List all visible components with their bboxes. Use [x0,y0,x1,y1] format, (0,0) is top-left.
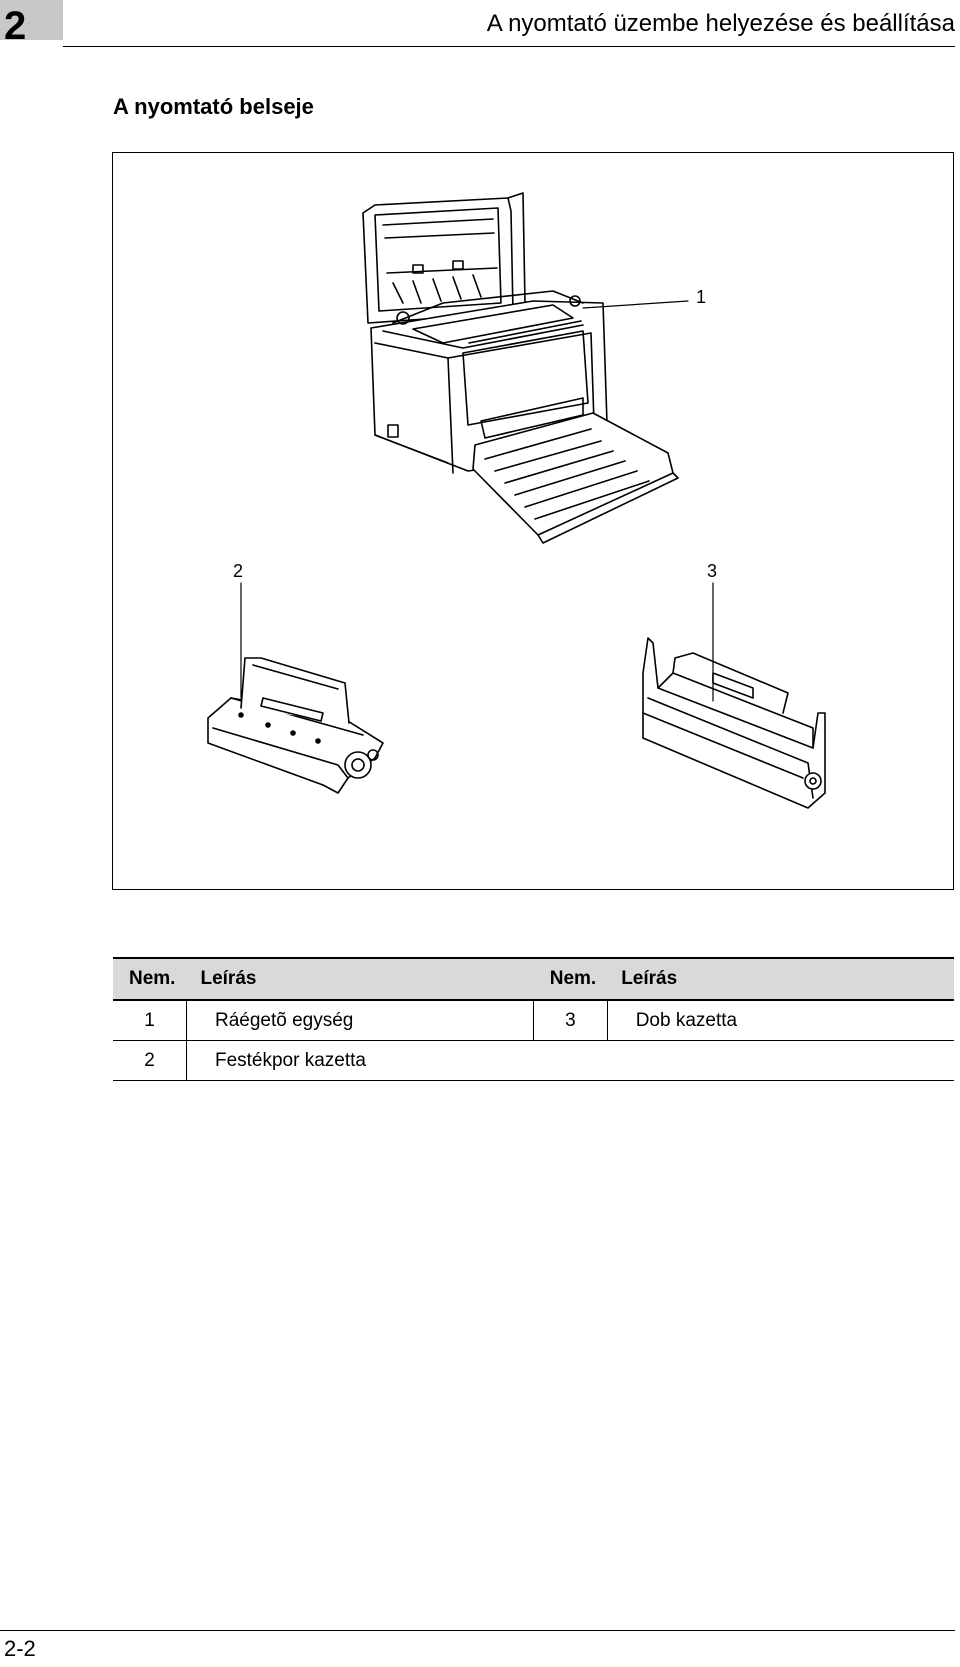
part-number: 1 [113,1000,187,1041]
part-description: Dob kazetta [607,1000,954,1041]
page-number: 2-2 [4,1636,36,1661]
part-number: 2 [113,1040,187,1081]
table-row: 2 Festékpor kazetta [113,1040,954,1081]
printer-illustration [207,192,826,809]
callout-3: 3 [707,561,718,581]
printer-drawing [362,192,689,544]
column-header-description-left: Leírás [186,957,534,1001]
callout-2: 2 [233,561,244,581]
footer-divider [0,1630,955,1631]
column-header-description-right: Leírás [607,957,954,1001]
table-row: 1 Ráégetõ egység 3 Dob kazetta [113,1000,954,1041]
chapter-tab: 2 [0,0,63,46]
table-header-row: Nem. Leírás Nem. Leírás [113,957,954,1001]
part-description: Festékpor kazetta [186,1040,534,1081]
callout-1: 1 [696,287,707,307]
toner-cartridge-drawing [207,582,384,794]
empty-cell [533,1040,608,1081]
running-header-title: A nyomtató üzembe helyezése és beállítás… [486,10,955,37]
chapter-number: 2 [4,4,27,48]
parts-table: Nem. Leírás Nem. Leírás 1 Ráégetõ egység… [113,957,954,1081]
empty-cell [607,1040,954,1081]
printer-interior-figure: 1 2 3 [112,152,954,890]
column-header-number-right: Nem. [533,957,608,1001]
header-divider [63,46,955,47]
drum-cartridge-drawing [642,582,826,809]
section-title: A nyomtató belseje [113,94,314,119]
part-description: Ráégetõ egység [186,1000,535,1041]
part-number: 3 [533,1000,608,1041]
column-header-number-left: Nem. [113,957,187,1001]
